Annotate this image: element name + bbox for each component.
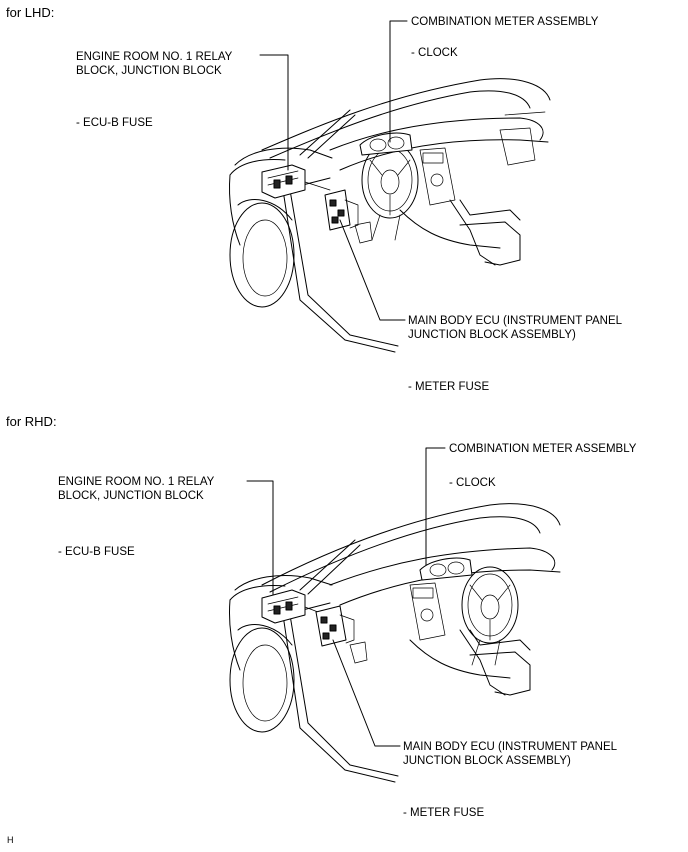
lhd-clock-label: - CLOCK — [411, 47, 458, 59]
lhd-main-body-ecu-line2: JUNCTION BLOCK ASSEMBLY) — [408, 329, 576, 341]
rhd-combination-meter-label: COMBINATION METER ASSEMBLY — [449, 443, 637, 455]
rhd-main-body-ecu-line1: MAIN BODY ECU (INSTRUMENT PANEL — [403, 741, 618, 753]
lhd-main-body-ecu-line1: MAIN BODY ECU (INSTRUMENT PANEL — [408, 315, 623, 327]
lhd-meter-fuse-label: - METER FUSE — [408, 381, 490, 393]
lhd-main-body-ecu-label: MAIN BODY ECU (INSTRUMENT PANEL JUNCTION… — [408, 314, 622, 342]
lhd-car-illustration — [229, 20, 551, 353]
rhd-main-body-ecu-line2: JUNCTION BLOCK ASSEMBLY) — [403, 755, 571, 767]
lhd-engine-room-relay-line1: ENGINE ROOM NO. 1 RELAY — [76, 51, 233, 63]
rhd-engine-room-relay-line2: BLOCK, JUNCTION BLOCK — [58, 490, 204, 502]
lhd-ecu-b-fuse-label: - ECU-B FUSE — [76, 117, 153, 129]
rhd-clock-label: - CLOCK — [449, 477, 496, 489]
rhd-ecu-b-fuse-label: - ECU-B FUSE — [58, 546, 135, 558]
lhd-engine-room-relay-line2: BLOCK, JUNCTION BLOCK — [76, 65, 222, 77]
lhd-engine-room-relay-label: ENGINE ROOM NO. 1 RELAY BLOCK, JUNCTION … — [76, 50, 232, 78]
rhd-main-body-ecu-label: MAIN BODY ECU (INSTRUMENT PANEL JUNCTION… — [403, 740, 617, 768]
rhd-meter-fuse-label: - METER FUSE — [403, 807, 485, 819]
lhd-section-heading: for LHD: — [6, 5, 55, 20]
figure-id: H — [7, 835, 14, 845]
lhd-combination-meter-label: COMBINATION METER ASSEMBLY — [411, 16, 599, 28]
rhd-section-heading: for RHD: — [6, 414, 57, 429]
rhd-engine-room-relay-line1: ENGINE ROOM NO. 1 RELAY — [58, 476, 215, 488]
rhd-engine-room-relay-label: ENGINE ROOM NO. 1 RELAY BLOCK, JUNCTION … — [58, 475, 214, 503]
rhd-car-illustration — [229, 447, 561, 783]
